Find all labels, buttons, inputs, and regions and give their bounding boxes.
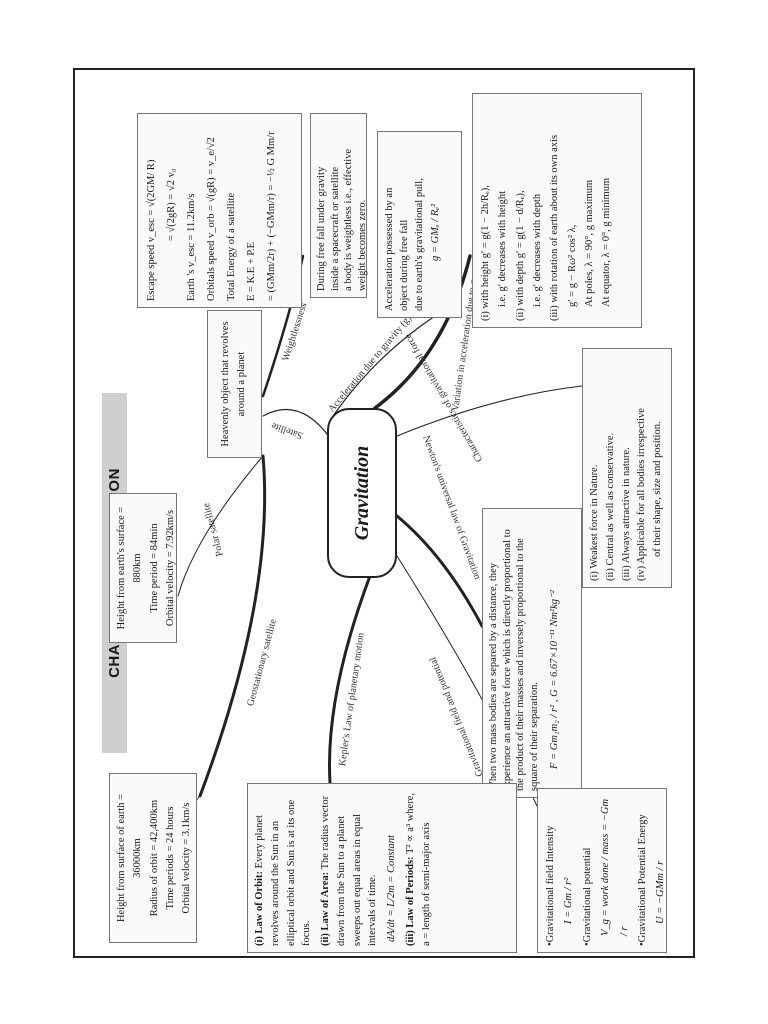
field-formula: V_g = work done / mass = −Gm / r bbox=[600, 798, 630, 936]
mind-map-page: CHAPTER : 8 GRAVITATION Gravitation Sate… bbox=[73, 68, 695, 958]
acceleration-formula: g = GMₑ / Rₑ² bbox=[429, 203, 441, 261]
kepler-box: (i) Law of Orbit: Every planet revolves … bbox=[247, 783, 517, 953]
branch-variation bbox=[373, 254, 472, 410]
geo-line: Orbital velocity = 3.1km/s bbox=[181, 802, 193, 914]
characteristic-item: (iii) Always attractive in nature. bbox=[620, 447, 632, 581]
acceleration-box: Acceleration possessed by an object duri… bbox=[377, 131, 462, 318]
weightless-line: During free fall under gravity bbox=[316, 166, 327, 291]
escape-speed-box: Escape speed v_esc = √(2GM/ R) = √(2gR) … bbox=[137, 113, 302, 308]
polar-line: Orbital velocity = 7.92km/s bbox=[164, 509, 176, 627]
variation-line: (i) with height g′ = g(1 − 2h/Rₑ), bbox=[480, 185, 491, 321]
branch-characteristics bbox=[396, 385, 583, 437]
variation-line: (iii) with rotation of earth about its o… bbox=[549, 134, 561, 321]
geostationary-box: Height from surface of earth = 36000km R… bbox=[109, 773, 197, 943]
newton-law-box: When two mass bodies are separed by a di… bbox=[482, 508, 582, 798]
field-line: •Gravitational Potential Energy bbox=[636, 814, 648, 946]
escape-line: E = K.E + P.E bbox=[245, 241, 257, 301]
variation-line: (ii) with depth g′ = g(1 − d/Rₑ), bbox=[514, 190, 526, 321]
variation-box: (i) with height g′ = g(1 − 2h/Rₑ), i.e. … bbox=[472, 93, 642, 328]
acceleration-line: Acceleration possessed by an bbox=[384, 187, 395, 311]
weightless-line: a body is weightless i.e., effective bbox=[343, 148, 355, 291]
field-line: •Gravitational field Intensity bbox=[545, 825, 556, 946]
characteristic-item: (i) Weakest force in Nature. bbox=[589, 464, 600, 581]
kepler-label: (iii) Law of Periods: bbox=[404, 856, 416, 946]
variation-line: At equator, λ = 0°, g minimum bbox=[601, 177, 613, 307]
field-potential-box: •Gravitational field Intensity I = Gm / … bbox=[537, 788, 667, 953]
branch-satellite bbox=[262, 408, 331, 439]
newton-formula: F = Gm₁m₂ / r² , G = 6.67×10⁻¹¹ Nm²kg⁻² bbox=[548, 590, 560, 769]
newton-text: When two mass bodies are separed by a di… bbox=[488, 529, 540, 791]
satellite-line: around a planet bbox=[236, 351, 248, 417]
variation-line: i.e. g′ decreases with depth bbox=[531, 193, 543, 307]
branch-kepler bbox=[328, 574, 372, 785]
kepler-label: (ii) Law of Area: bbox=[320, 871, 331, 946]
escape-line: Earth 's v_esc = 11.2km/s bbox=[185, 193, 197, 301]
escape-line: Orbitals speed v_orb = √(gR) = v_e/√2 bbox=[205, 137, 217, 301]
field-line: •Gravitational potential bbox=[581, 847, 593, 946]
escape-line: = √(2gR) = √2 v₀ bbox=[165, 168, 177, 241]
branch-newton bbox=[395, 514, 484, 628]
weightless-line: inside a spacecraft or satellite bbox=[329, 166, 341, 291]
geo-line: Time periods = 24 hours bbox=[164, 806, 176, 910]
polar-line: Time period = 84min bbox=[148, 523, 160, 613]
field-formula: I = Gm / r² bbox=[563, 877, 575, 924]
branch-acceleration bbox=[332, 315, 436, 417]
kepler-law-orbit: (i) Law of Orbit: Every planet revolves … bbox=[252, 790, 315, 946]
geo-line: Height from surface of earth = 36000km bbox=[116, 793, 144, 923]
satellite-definition-box: Heavenly object that revolves around a p… bbox=[207, 310, 262, 458]
variation-line: i.e. g′ decreases with height bbox=[497, 190, 509, 307]
polar-box: Height from earth's surface = 880km Time… bbox=[109, 493, 177, 643]
kepler-label: (i) Law of Orbit: bbox=[254, 871, 265, 946]
central-node: Gravitation bbox=[327, 408, 397, 578]
kepler-law-area: (ii) Law of Area: The radius vector draw… bbox=[318, 790, 381, 946]
variation-line: At poles, λ = 90°, g maximum bbox=[583, 179, 595, 307]
characteristic-item: of their shape, size and position. bbox=[652, 421, 663, 557]
characteristic-item: (iv) Applicable for all bodies irrespect… bbox=[636, 408, 648, 581]
central-node-label: Gravitation bbox=[350, 445, 373, 541]
branch-polar bbox=[177, 455, 264, 597]
kepler-area-formula: dA/dt = L/2m = Constant bbox=[386, 835, 397, 942]
polar-line: Height from earth's surface = 880km bbox=[116, 506, 144, 630]
kepler-law-periods: (iii) Law of Periods: T² ∝ a³ where, a =… bbox=[403, 790, 435, 946]
escape-line: Total Energy of a satellite bbox=[225, 192, 237, 301]
satellite-line: Heavenly object that revolves bbox=[220, 321, 231, 447]
acceleration-line: object during free fall bbox=[399, 219, 411, 311]
field-formula: U = −GMm / r bbox=[655, 860, 667, 924]
weightless-line: weight becomes zero. bbox=[356, 199, 368, 291]
escape-line: Escape speed v_esc = √(2GM/ R) bbox=[146, 159, 157, 301]
characteristic-item: (ii) Central as well as conservative. bbox=[604, 432, 616, 581]
weightlessness-box: During free fall under gravity inside a … bbox=[310, 113, 368, 298]
escape-line: = (GMm/2r) + (−GMm/r) = −½ G Mm/r bbox=[265, 131, 277, 301]
geo-line: Radius of orbit = 42,400km bbox=[148, 799, 160, 917]
branch-geostationary bbox=[198, 454, 267, 798]
characteristics-box: (i) Weakest force in Nature. (ii) Centra… bbox=[582, 348, 672, 588]
variation-line: g′ = g − Rω² cos² λ, bbox=[566, 224, 578, 307]
acceleration-line: due to earth's gravitational pull, bbox=[414, 178, 426, 311]
